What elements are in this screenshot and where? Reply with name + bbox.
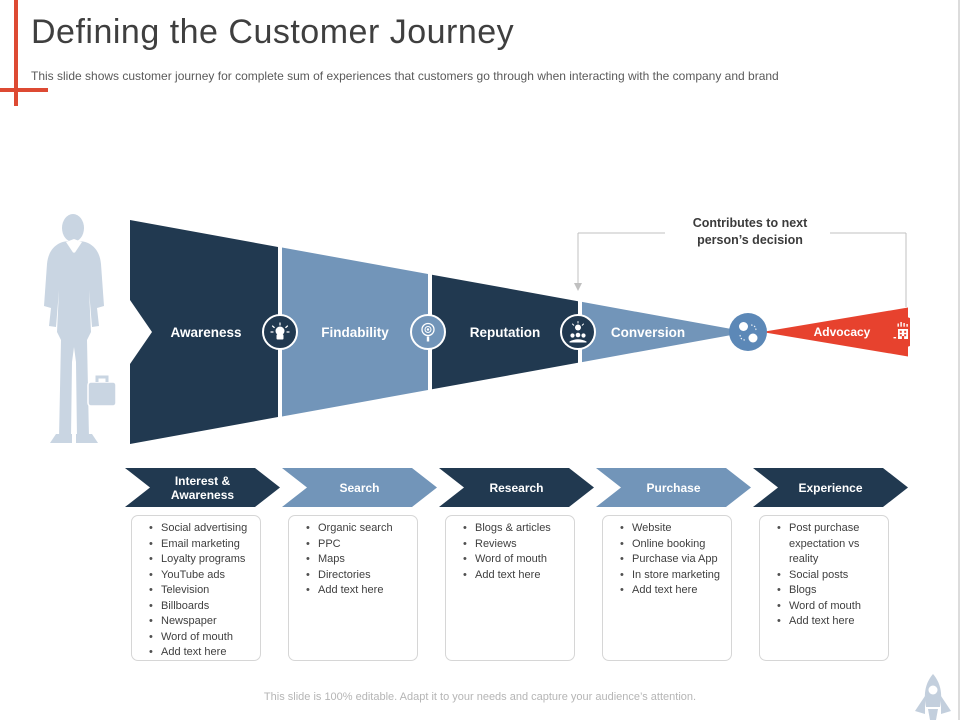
banner-label: Experience xyxy=(798,480,863,495)
banner-label: Search xyxy=(339,480,380,495)
footer-note: This slide is 100% editable. Adapt it to… xyxy=(263,691,697,703)
list-item: Add text here xyxy=(305,583,411,599)
list-item: Add text here xyxy=(619,583,725,599)
stage-banner-interest-awareness[interactable]: Interest & Awareness xyxy=(125,468,280,507)
slide-subtitle: This slide shows customer journey for co… xyxy=(31,69,779,83)
journey-column-experience: Experience Post purchase expectation vs … xyxy=(753,468,910,661)
currency-exchange-icon: $ $ xyxy=(729,313,767,351)
list-item: Online booking xyxy=(619,537,725,553)
list-item: Word of mouth xyxy=(148,630,254,646)
list-item: Television xyxy=(148,583,254,599)
journey-column-research: Research Blogs & articlesReviewsWord of … xyxy=(439,468,596,661)
list-item: Blogs & articles xyxy=(462,521,568,537)
stage-label-reputation: Reputation xyxy=(470,325,541,340)
list-item: Maps xyxy=(305,552,411,568)
funnel-stage-awareness[interactable] xyxy=(130,220,278,444)
businessman-silhouette xyxy=(44,214,117,443)
rocket-icon xyxy=(915,674,951,720)
annotation-bracket xyxy=(577,232,907,307)
stage-item-list: Organic searchPPCMapsDirectoriesAdd text… xyxy=(289,516,417,599)
shirt-collar xyxy=(66,239,82,254)
annotation-text: Contributes to next person’s decision xyxy=(692,216,808,247)
customer-journey-funnel: Awareness Findability Reputation Convers… xyxy=(130,220,910,444)
stage-banner-research[interactable]: Research xyxy=(439,468,594,507)
target-search-icon xyxy=(410,314,446,350)
banner-label: Interest & Awareness xyxy=(170,473,235,502)
page-title: Defining the Customer Journey xyxy=(31,13,515,51)
organization-icon xyxy=(887,316,910,348)
list-item: Website xyxy=(619,521,725,537)
list-item: Reviews xyxy=(462,537,568,553)
stage-label-awareness: Awareness xyxy=(170,325,241,340)
list-item: Add text here xyxy=(776,614,882,630)
stage-item-list: WebsiteOnline bookingPurchase via AppIn … xyxy=(603,516,731,599)
svg-text:$: $ xyxy=(742,324,746,331)
stage-banner-experience[interactable]: Experience xyxy=(753,468,908,507)
idea-head-icon xyxy=(262,314,298,350)
funnel-stage-conversion[interactable] xyxy=(582,301,748,363)
journey-column-purchase: Purchase WebsiteOnline bookingPurchase v… xyxy=(596,468,753,661)
stage-label-findability: Findability xyxy=(321,325,389,340)
list-item: Directories xyxy=(305,568,411,584)
funnel-stage-findability[interactable] xyxy=(282,247,428,417)
list-item: Social advertising xyxy=(148,521,254,537)
stage-banner-purchase[interactable]: Purchase xyxy=(596,468,751,507)
banner-label: Research xyxy=(489,480,544,495)
stage-item-list: Social advertisingEmail marketingLoyalty… xyxy=(132,516,260,660)
list-item: PPC xyxy=(305,537,411,553)
stage-items-box: Organic searchPPCMapsDirectoriesAdd text… xyxy=(288,515,418,661)
list-item: Add text here xyxy=(462,568,568,584)
list-item: Purchase via App xyxy=(619,552,725,568)
funnel-stage-reputation[interactable] xyxy=(432,274,578,390)
journey-column-search: Search Organic searchPPCMapsDirectoriesA… xyxy=(282,468,439,661)
list-item: Blogs xyxy=(776,583,882,599)
list-item: Social posts xyxy=(776,568,882,584)
slide-right-edge xyxy=(958,0,960,720)
list-item: Word of mouth xyxy=(776,599,882,615)
funnel-stage-advocacy[interactable] xyxy=(762,307,908,357)
list-item: Newspaper xyxy=(148,614,254,630)
list-item: Loyalty programs xyxy=(148,552,254,568)
stage-label-conversion: Conversion xyxy=(611,325,685,340)
stage-banner-search[interactable]: Search xyxy=(282,468,437,507)
banner-label: Purchase xyxy=(646,480,701,495)
list-item: YouTube ads xyxy=(148,568,254,584)
stage-label-advocacy: Advocacy xyxy=(814,325,871,339)
svg-text:$: $ xyxy=(751,335,755,342)
arrow-down-icon xyxy=(574,283,582,291)
stage-item-list: Post purchase expectation vs realitySoci… xyxy=(760,516,888,630)
list-item: Organic search xyxy=(305,521,411,537)
stage-items-box: Post purchase expectation vs realitySoci… xyxy=(759,515,889,661)
stage-item-list: Blogs & articlesReviewsWord of mouthAdd … xyxy=(446,516,574,583)
list-item: Email marketing xyxy=(148,537,254,553)
journey-column-interest-awareness: Interest & Awareness Social advertisingE… xyxy=(125,468,282,661)
stage-items-box: WebsiteOnline bookingPurchase via AppIn … xyxy=(602,515,732,661)
stage-items-box: Blogs & articlesReviewsWord of mouthAdd … xyxy=(445,515,575,661)
briefcase-icon xyxy=(87,375,117,407)
list-item: Add text here xyxy=(148,645,254,660)
list-item: In store marketing xyxy=(619,568,725,584)
team-idea-icon xyxy=(560,314,596,350)
list-item: Post purchase expectation vs reality xyxy=(776,521,882,568)
list-item: Billboards xyxy=(148,599,254,615)
list-item: Word of mouth xyxy=(462,552,568,568)
stage-items-box: Social advertisingEmail marketingLoyalty… xyxy=(131,515,261,661)
